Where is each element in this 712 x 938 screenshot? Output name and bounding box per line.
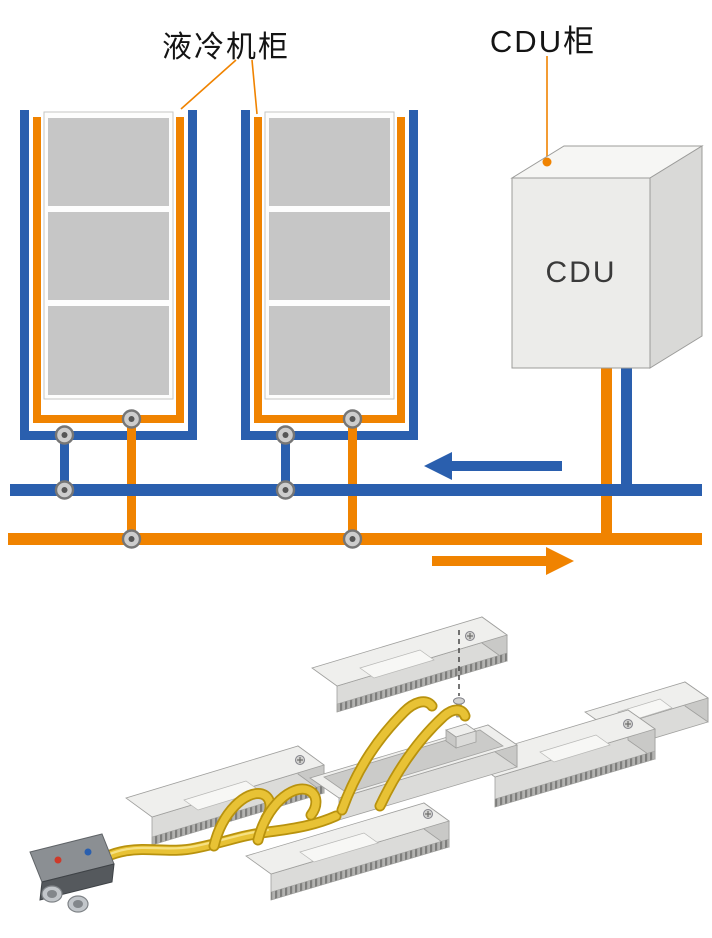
hose-main xyxy=(86,812,340,870)
rack-leader-line-2 xyxy=(251,59,258,115)
thumbscrew-icon xyxy=(294,754,306,766)
board-label-plate xyxy=(539,734,611,763)
supply-flow-arrow-left xyxy=(424,452,562,480)
board-label-plate xyxy=(359,649,435,679)
coupling-cab1-blue-tee xyxy=(54,425,75,445)
thumbscrew-icon xyxy=(422,808,434,820)
standoff-side xyxy=(445,729,457,749)
hose-main-highlight xyxy=(90,828,270,866)
heatsink-fins xyxy=(270,838,450,901)
cdu-cabinet-label: CDU柜 xyxy=(489,24,597,59)
rack-leader-line-1 xyxy=(180,59,237,110)
board-label-plate xyxy=(299,832,379,863)
coupling-cab2-supply-main xyxy=(275,480,296,500)
connector-port-2-bore xyxy=(73,900,83,908)
cdu-leader-dot xyxy=(542,157,552,167)
cdu-return-pipe xyxy=(601,366,612,545)
server-module-illustration xyxy=(29,616,709,913)
return-flow-arrow-right xyxy=(432,547,574,575)
coupling-cab1-orange-tee xyxy=(121,409,142,429)
liquid-cooled-cabinet-2 xyxy=(240,109,419,545)
blue-supply-main xyxy=(10,484,702,496)
cdu-box-text: CDU xyxy=(546,256,617,289)
top-schematic: CDU xyxy=(8,56,704,575)
coupling-cab2-orange-tee xyxy=(342,409,363,429)
board-top-face xyxy=(125,745,325,818)
coupling-cab2-return-main xyxy=(342,529,363,549)
rack-label-leaders xyxy=(180,59,258,115)
blue-port-marker xyxy=(84,848,92,856)
server-board-top xyxy=(311,616,508,713)
red-port-marker xyxy=(54,856,62,864)
coupling-cab1-return-main xyxy=(121,529,142,549)
coolant-hoses xyxy=(84,696,471,872)
coupling-cab2-blue-tee xyxy=(275,425,296,445)
server-board-front xyxy=(245,802,450,901)
coupling-cab1-supply-main xyxy=(54,480,75,500)
thumbscrew-icon xyxy=(622,718,634,730)
connector-port-1-bore xyxy=(47,890,57,898)
cdu-supply-pipe xyxy=(621,366,632,496)
cdu-box-side-face xyxy=(649,145,703,369)
hose-riser-2 xyxy=(376,706,469,810)
thumbscrew-icon xyxy=(464,630,476,642)
hose-loop-2 xyxy=(254,785,320,844)
hose-riser-1 xyxy=(338,698,436,814)
rack-label: 液冷机柜 xyxy=(162,31,290,64)
cdu-box: CDU xyxy=(510,145,704,369)
heatsink-fins xyxy=(336,652,508,713)
liquid-cooled-cabinet-1 xyxy=(19,109,198,545)
cdu-box-front-face xyxy=(511,177,651,369)
standoff-block xyxy=(445,723,477,749)
heatsink-fins xyxy=(494,750,656,808)
quick-connector xyxy=(29,833,115,913)
